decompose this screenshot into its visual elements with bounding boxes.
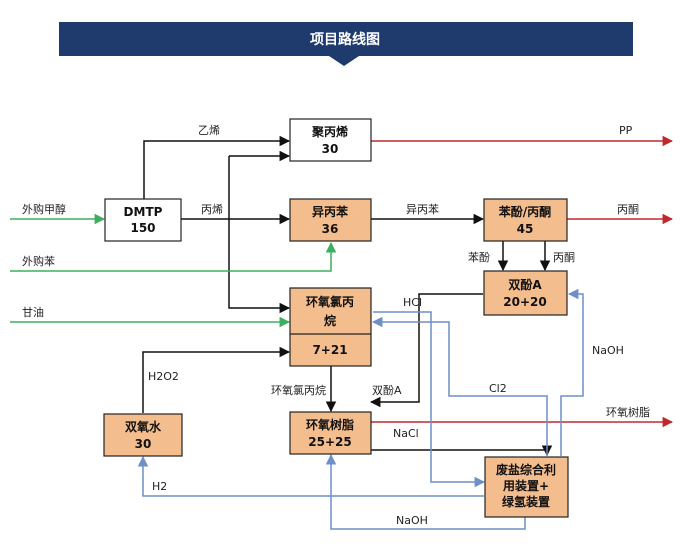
bpa-capacity: 20+20 — [503, 295, 546, 309]
ethylene-label: 乙烯 — [198, 124, 220, 137]
h2o2-to-ech-line — [142, 346, 291, 413]
h2o2-capacity: 30 — [135, 437, 152, 451]
bpa-name: 双酚A — [508, 278, 542, 292]
phenol-box — [483, 198, 568, 242]
dmtp-capacity: 150 — [130, 221, 155, 235]
dmtp-name: DMTP — [124, 205, 163, 219]
ech-name-line2: 烷 — [324, 313, 336, 328]
naoh-bottom-label: NaOH — [396, 514, 428, 527]
hcl-to-waste-line — [373, 311, 486, 488]
bpa-flow-label: 双酚A — [372, 383, 402, 397]
nacl-line — [371, 445, 553, 457]
ethylene-line — [143, 135, 291, 200]
pp-output-label: PP — [619, 124, 633, 137]
waste-salt-line2: 用装置+ — [502, 478, 549, 493]
propylene-to-ech-line — [228, 156, 291, 314]
ech-capacity: 7+21 — [312, 343, 347, 357]
output-labels: PP 丙酮 环氧树脂 — [606, 124, 650, 419]
benzene-label: 外购苯 — [22, 254, 55, 268]
h2o2-name: 双氧水 — [125, 419, 162, 434]
output-lines — [371, 135, 674, 428]
naoh-right-label: NaOH — [592, 344, 624, 357]
ech-flow-label: 环氧氯丙烷 — [271, 383, 326, 397]
nacl-label: NaCl — [393, 427, 419, 440]
cumene-unit: 异丙苯 36 — [289, 198, 372, 242]
propylene-label: 丙烯 — [201, 203, 223, 216]
cumene-name: 异丙苯 — [312, 204, 349, 219]
epoxy-capacity: 25+25 — [308, 435, 351, 449]
epoxy-unit: 环氧树脂 25+25 — [289, 411, 372, 455]
pp-box — [289, 118, 372, 162]
cumene-box — [289, 198, 372, 242]
benzene-input-line — [10, 241, 337, 272]
bpa-box — [483, 270, 568, 316]
recycle-lines — [137, 288, 584, 530]
input-labels: 外购甲醇 外购苯 甘油 — [22, 202, 66, 319]
h2-line — [137, 455, 484, 497]
pp-name: 聚丙烯 — [311, 124, 348, 139]
glycerol-label: 甘油 — [22, 305, 44, 319]
banner-title: 项目路线图 — [310, 31, 380, 48]
ech-unit: 环氧氯丙 烷 7+21 — [289, 287, 372, 367]
epoxy-box — [289, 411, 372, 455]
waste-salt-line3: 绿氢装置 — [502, 494, 550, 509]
phenol-name: 苯酚/丙酮 — [498, 204, 551, 219]
h2o2-unit: 双氧水 30 — [103, 413, 183, 457]
pp-capacity: 30 — [322, 142, 339, 156]
cl2-to-ech-line — [371, 316, 548, 456]
ech-box — [289, 287, 372, 367]
cl2-label: Cl2 — [489, 382, 507, 395]
flow-labels: 乙烯 丙烯 异丙苯 苯酚 丙酮 HCl NaOH H2O2 环氧氯丙烷 双酚A … — [148, 124, 624, 527]
input-lines — [10, 213, 337, 328]
banner-background — [59, 22, 633, 66]
phenol-flow-label: 苯酚 — [468, 250, 490, 264]
bpa-unit: 双酚A 20+20 — [483, 270, 568, 316]
h2o2-flow-label: H2O2 — [148, 370, 179, 383]
naoh-to-bpa-line — [560, 288, 584, 456]
bpa-to-epoxy-line — [369, 293, 483, 408]
waste-salt-unit: 废盐综合利 用装置+ 绿氢装置 — [484, 456, 569, 518]
waste-salt-line1: 废盐综合利 — [496, 462, 556, 477]
process-units: DMTP 150 聚丙烯 30 异丙苯 36 苯酚/丙酮 45 双酚A 20+2… — [103, 118, 569, 518]
methanol-label: 外购甲醇 — [22, 202, 66, 216]
naoh-to-epoxy-line — [325, 453, 526, 530]
hcl-label: HCl — [403, 296, 422, 309]
waste-salt-box — [484, 456, 569, 518]
epoxy-resin-output-label: 环氧树脂 — [606, 405, 650, 419]
acetone-flow-label: 丙酮 — [553, 251, 575, 264]
acetone-output-label: 丙酮 — [617, 203, 639, 216]
dmtp-unit: DMTP 150 — [104, 198, 182, 242]
cumene-flow-label: 异丙苯 — [406, 202, 439, 216]
epoxy-name: 环氧树脂 — [306, 417, 354, 432]
pp-unit: 聚丙烯 30 — [289, 118, 372, 162]
phenol-capacity: 45 — [517, 222, 534, 236]
phenol-unit: 苯酚/丙酮 45 — [483, 198, 568, 242]
h2o2-box — [103, 413, 183, 457]
title-banner: 项目路线图 — [59, 22, 633, 66]
h2-label: H2 — [152, 480, 167, 493]
cumene-capacity: 36 — [322, 222, 339, 236]
ech-name-line1: 环氧氯丙 — [306, 294, 354, 309]
dmtp-box — [104, 198, 182, 242]
